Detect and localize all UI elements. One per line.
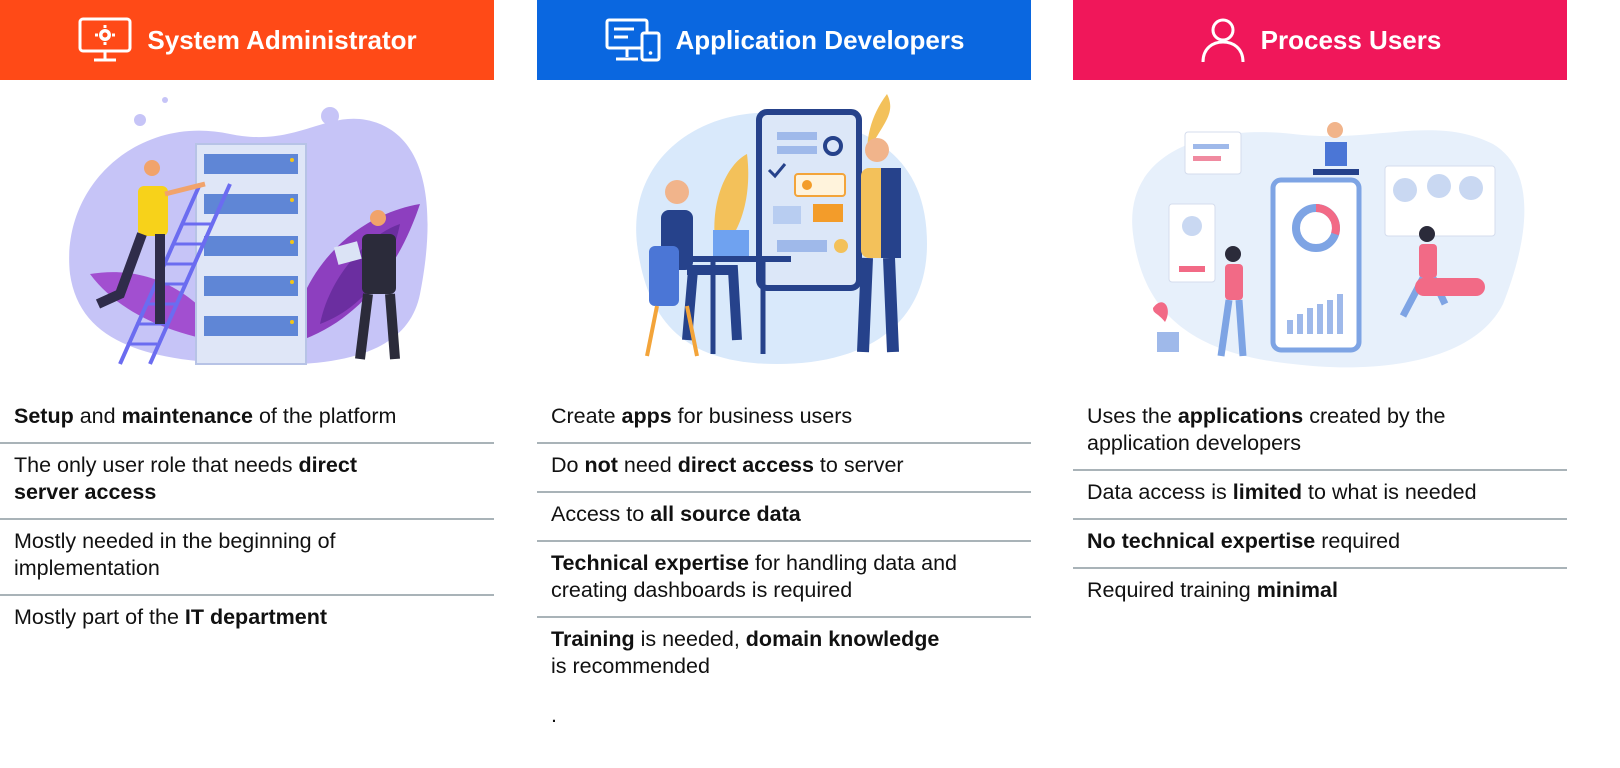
text: Do	[551, 453, 585, 477]
column-title: System Administrator	[147, 24, 417, 55]
bold-text: direct	[298, 453, 358, 477]
server-admin-illustration	[69, 97, 428, 365]
bold-text: all source data	[650, 502, 801, 526]
text: Create	[551, 404, 622, 428]
text: to what is needed	[1302, 480, 1477, 504]
description-row: Data access is limited to what is needed	[1073, 471, 1567, 520]
text: The only user role that needs	[14, 453, 299, 477]
header-process-users: Process Users	[1073, 0, 1567, 80]
header-application-developers: Application Developers	[537, 0, 1031, 80]
bold-text: limited	[1232, 480, 1303, 504]
column-title: Application Developers	[675, 24, 965, 55]
description-row: Technical expertise for handling data an…	[537, 542, 1031, 618]
bold-text: Technical expertise	[551, 551, 749, 575]
devices-icon	[605, 18, 661, 62]
bold-text: IT department	[184, 605, 328, 629]
description-row: Mostly needed in the beginning of implem…	[0, 520, 494, 596]
text: to server	[813, 453, 904, 477]
text: required	[1315, 529, 1401, 553]
text: Required training	[1087, 578, 1257, 602]
description-row: Required training minimal	[1073, 569, 1567, 616]
text: Mostly part of the	[14, 605, 185, 629]
description-row: Training is needed, domain knowledge is …	[537, 618, 1031, 692]
process-users-illustration	[1132, 122, 1525, 368]
bold-text: direct access	[677, 453, 814, 477]
text: created by the application developers	[1087, 404, 1446, 455]
column-application-developers: Application Developers Create apps for b…	[537, 0, 1031, 768]
developers-illustration	[636, 94, 927, 364]
bold-text: minimal	[1256, 578, 1338, 602]
role-description-list: Uses the applications created by the app…	[1073, 395, 1567, 616]
description-row: No technical expertise required	[1073, 520, 1567, 569]
text: for handling data and creating dashboard…	[551, 551, 957, 602]
text: Data access is	[1087, 480, 1233, 504]
text: is needed,	[634, 627, 746, 651]
bold-text: No technical expertise	[1087, 529, 1316, 553]
trailing-dot: .	[551, 703, 557, 727]
text: Mostly needed in the beginning of implem…	[14, 529, 336, 580]
description-row: Do not need direct access to server	[537, 444, 1031, 493]
bold-text: apps	[621, 404, 672, 428]
text: for business users	[671, 404, 853, 428]
column-process-users: Process Users Uses the applications	[1073, 0, 1567, 768]
description-row: Access to all source data	[537, 493, 1031, 542]
column-system-administrator: System Administrator	[0, 0, 494, 768]
monitor-gear-icon	[78, 17, 132, 62]
text: Access to	[551, 502, 651, 526]
text: is recommended	[551, 654, 710, 678]
bold-text: not	[584, 453, 618, 477]
bold-text: applications	[1177, 404, 1304, 428]
description-row: Uses the applications created by the app…	[1073, 395, 1567, 471]
text: Uses the	[1087, 404, 1178, 428]
column-title: Process Users	[1260, 24, 1442, 55]
bold-text: domain knowledge	[745, 627, 940, 651]
text: of the platform	[253, 404, 397, 428]
bold-text: Setup	[14, 404, 74, 428]
description-row: The only user role that needs direct ser…	[0, 444, 494, 520]
text: need	[617, 453, 678, 477]
description-row: Setup and maintenance of the platform	[0, 395, 494, 444]
header-system-administrator: System Administrator	[0, 0, 494, 80]
text: and	[73, 404, 122, 428]
description-row: Mostly part of the IT department	[0, 596, 494, 643]
user-icon	[1201, 18, 1245, 63]
bold-text: Training	[551, 627, 635, 651]
bold-text: server access	[14, 480, 157, 504]
bold-text: maintenance	[121, 404, 253, 428]
description-row: Create apps for business users	[537, 395, 1031, 444]
